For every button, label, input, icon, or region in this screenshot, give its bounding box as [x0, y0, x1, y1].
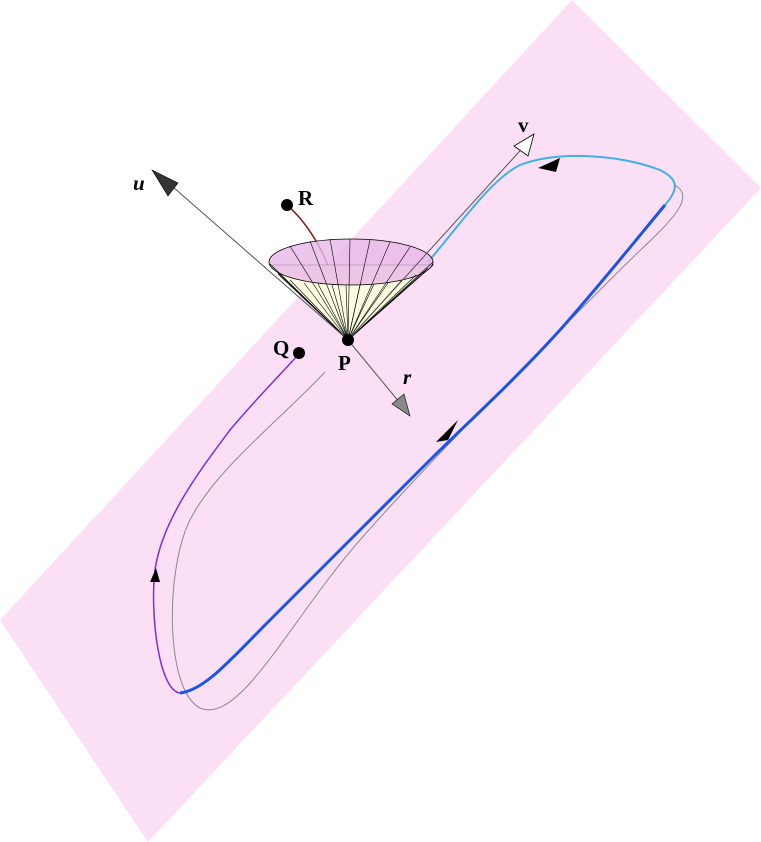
trajectory-curve-top	[427, 154, 676, 263]
label-v: v	[518, 113, 529, 137]
curve-arrow-left-icon	[150, 568, 160, 582]
v-axis	[347, 141, 529, 341]
cone-generators	[269, 238, 434, 341]
r-axis	[347, 339, 401, 404]
r-axis-arrowhead-icon	[391, 393, 411, 417]
label-P: P	[338, 351, 351, 375]
v-axis-arrowhead-icon	[513, 133, 535, 157]
u-axis	[164, 179, 349, 341]
trajectory-curve-descent	[179, 204, 667, 695]
label-u: u	[133, 171, 145, 195]
u-axis-arrowhead-icon	[151, 169, 179, 197]
label-r: r	[403, 365, 412, 389]
point-q	[293, 347, 305, 359]
curve-arrow-top-icon	[538, 158, 560, 172]
label-Q: Q	[273, 336, 289, 360]
curve-arrow-descent-icon	[436, 420, 458, 442]
shadow-curve	[171, 184, 684, 711]
trajectory-curve-bottom	[152, 354, 299, 694]
cone-top	[268, 238, 434, 286]
point-r	[281, 199, 293, 211]
point-p	[342, 334, 354, 346]
label-R: R	[298, 186, 314, 210]
